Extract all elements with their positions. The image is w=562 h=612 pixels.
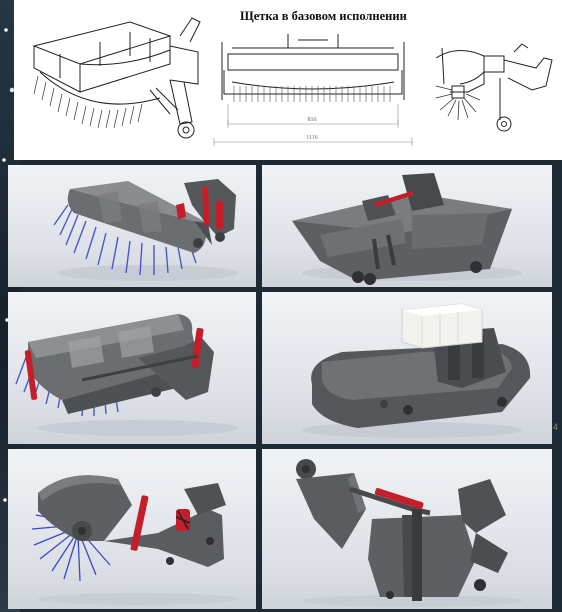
render-tile-brush-side: [8, 165, 256, 287]
side-view-drawing: [435, 43, 553, 132]
brush-side-render: [53, 179, 238, 281]
bucket-tank-render: [302, 303, 531, 438]
bucket-rear-render: [292, 173, 522, 285]
render-tile-bucket-rear: [262, 165, 552, 287]
dimension-label-outer: 1116: [306, 135, 318, 141]
render-tile-brush-front: [8, 292, 256, 444]
render-tile-bucket-profile: [262, 449, 552, 609]
technical-drawing-panel: Щетка в базовом исполнении: [14, 0, 562, 160]
bucket-profile-render: [296, 459, 522, 607]
brush-profile-render: [31, 475, 238, 605]
brush-front-render: [15, 314, 238, 436]
front-view-drawing: 816 1116: [213, 34, 413, 146]
render-tile-bucket-tank: [262, 292, 552, 444]
page-number-marker: 4: [553, 422, 559, 432]
render-tile-brush-profile: [8, 449, 256, 609]
isometric-line-drawing: [32, 17, 201, 139]
dimension-label-inner: 816: [308, 117, 317, 123]
drawing-title: Щетка в базовом исполнении: [240, 9, 407, 23]
